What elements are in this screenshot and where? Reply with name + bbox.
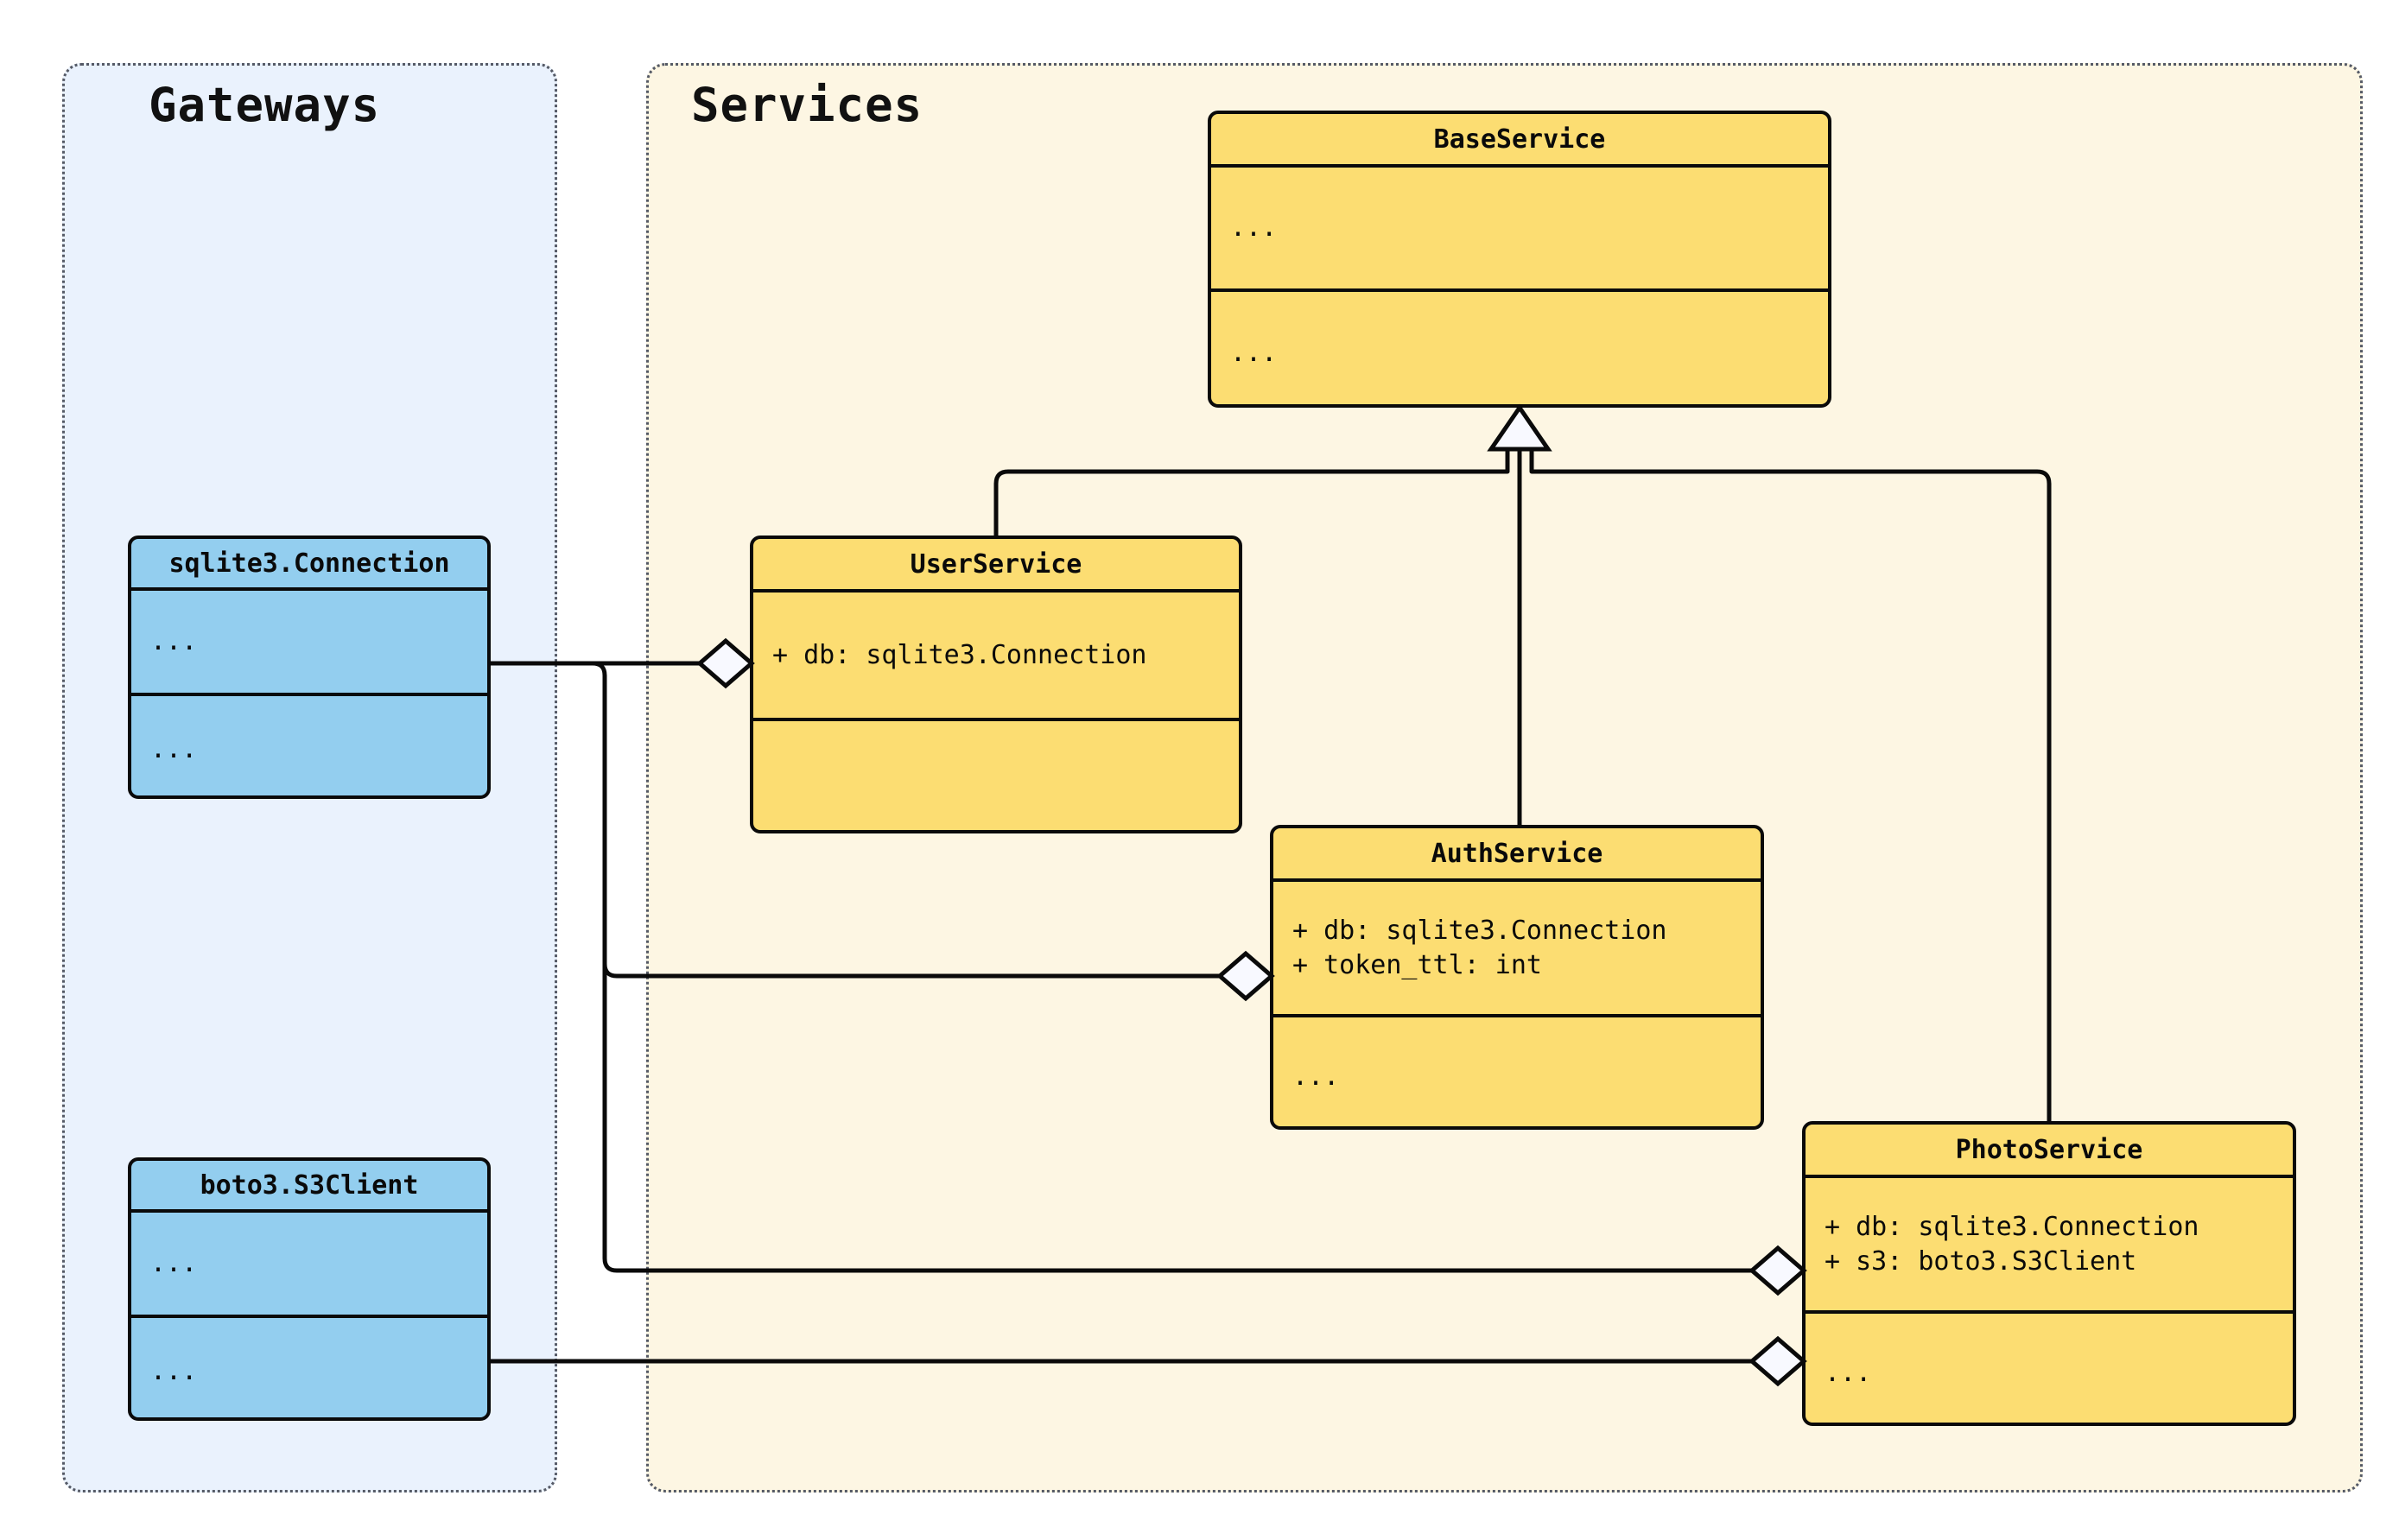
aggregation-diamond-icon (1748, 1245, 1807, 1296)
class-compartment-divider (131, 693, 487, 696)
class-compartment-divider (131, 1315, 487, 1318)
class-member-line: ... (1230, 212, 1278, 244)
class-methods-compartment: ... (1273, 1017, 1761, 1126)
class-member-line: + db: sqlite3.Connection (772, 639, 1147, 670)
aggregation-diamond-icon (1748, 1335, 1807, 1387)
class-methods-compartment: ... (131, 696, 487, 795)
relation-generalization-userservice-inherits-baseservice (993, 436, 1510, 536)
class-attributes-compartment: + db: sqlite3.Connection+ token_ttl: int (1273, 882, 1761, 1014)
package-gateways-title: Gateways (149, 78, 381, 132)
class-attributes-compartment: ... (131, 1213, 487, 1315)
aggregation-diamond-icon (1216, 950, 1275, 1002)
class-box-baseservice[interactable]: BaseService...... (1208, 111, 1831, 408)
class-member-line: + db: sqlite3.Connection (1825, 1211, 2199, 1242)
class-member-line: ... (150, 1355, 198, 1386)
relation-aggregation-photoservice-aggregates-connection (602, 675, 1778, 1273)
class-methods-compartment: ... (131, 1318, 487, 1417)
class-box-photoservice[interactable]: PhotoService + db: sqlite3.Connection+ s3… (1802, 1121, 2296, 1426)
generalization-triangle-icon (1487, 403, 1552, 452)
class-box-sqlite3-connection[interactable]: sqlite3.Connection...... (128, 536, 491, 799)
class-compartment-divider (131, 587, 487, 591)
class-attributes-compartment: + db: sqlite3.Connection (753, 593, 1239, 718)
class-member-line: + s3: boto3.S3Client (1825, 1245, 2137, 1277)
class-member-line: ... (1230, 338, 1278, 369)
class-member-line: ... (150, 626, 198, 657)
class-member-line: ... (150, 733, 198, 764)
class-methods-compartment: ... (1806, 1314, 2293, 1423)
class-compartment-divider (1806, 1310, 2293, 1314)
class-member-line: + db: sqlite3.Connection (1292, 915, 1667, 946)
class-member-line: ... (1825, 1358, 1872, 1389)
class-compartment-divider (1273, 878, 1761, 882)
class-name-label: UserService (910, 548, 1082, 580)
class-name-label: boto3.S3Client (200, 1169, 419, 1201)
class-compartment-divider (1211, 288, 1828, 292)
class-name-label: BaseService (1433, 124, 1606, 155)
class-name-label: sqlite3.Connection (168, 548, 450, 579)
class-member-line: ... (1292, 1062, 1340, 1093)
class-compartment-divider (1211, 164, 1828, 168)
class-box-userservice[interactable]: UserService + db: sqlite3.Connection (750, 536, 1242, 833)
class-name-label: PhotoService (1955, 1134, 2143, 1165)
package-services-title: Services (691, 78, 923, 132)
class-box-boto3-s3client[interactable]: boto3.S3Client...... (128, 1157, 491, 1421)
class-compartment-divider (753, 718, 1239, 721)
class-compartment-divider (753, 589, 1239, 593)
relation-generalization-photoservice-inherits-baseservice (1529, 436, 2052, 1121)
class-compartment-divider (1273, 1014, 1761, 1017)
class-name-label: AuthService (1431, 838, 1603, 869)
class-member-line: + token_ttl: int (1292, 949, 1542, 980)
class-compartment-divider (131, 1209, 487, 1213)
class-compartment-divider (1806, 1175, 2293, 1178)
class-attributes-compartment: ... (1211, 168, 1828, 288)
class-methods-compartment: ... (1211, 292, 1828, 404)
class-member-line: ... (150, 1248, 198, 1279)
class-attributes-compartment: ... (131, 591, 487, 693)
aggregation-diamond-icon (696, 637, 755, 689)
class-attributes-compartment: + db: sqlite3.Connection+ s3: boto3.S3Cl… (1806, 1178, 2293, 1310)
